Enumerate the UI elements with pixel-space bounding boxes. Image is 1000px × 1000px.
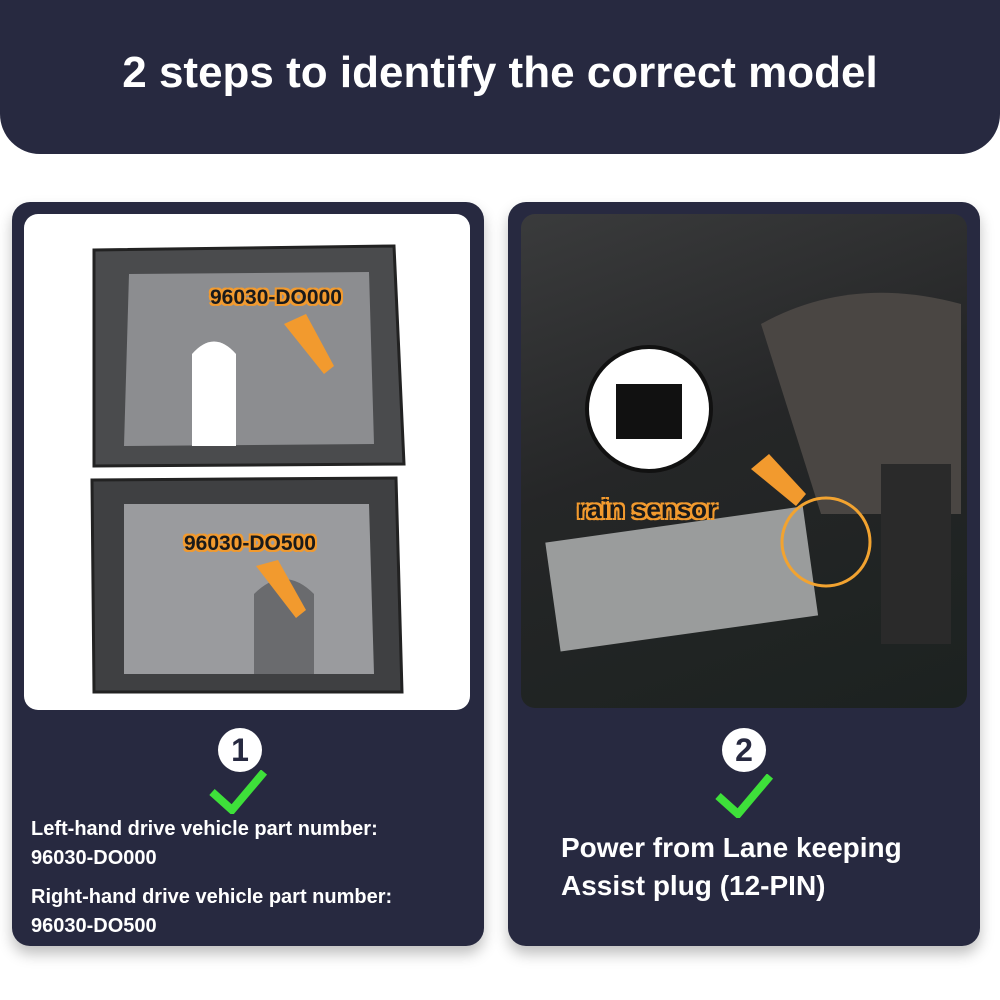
arrow-icon: [256, 560, 306, 618]
step-number-badge: 1: [218, 728, 262, 772]
arrow-icon: [751, 454, 806, 506]
step-number-badge: 2: [722, 728, 766, 772]
part-label-do000: 96030-DO000: [210, 286, 342, 309]
step-2-card: rain sensor 2 Power from Lane keeping As…: [508, 202, 980, 946]
car-interior-image: [545, 292, 961, 652]
step-1-card: 96030-DO000 96030-DO500 1 Left-hand driv…: [12, 202, 484, 946]
rhd-label: Right-hand drive vehicle part number:: [31, 886, 393, 908]
power-description-line1: Power from Lane keeping: [561, 832, 902, 863]
bracket-photos: 96030-DO000 96030-DO500: [24, 214, 470, 710]
lhd-part-number: 96030-DO000: [31, 847, 157, 869]
connector-photo: rain sensor: [521, 214, 967, 708]
bracket-images: [90, 244, 406, 694]
power-description-line2: Assist plug (12-PIN): [561, 870, 826, 901]
highlight-circle: [780, 496, 872, 588]
rhd-part-number: 96030-DO500: [31, 915, 157, 937]
lhd-label: Left-hand drive vehicle part number:: [31, 818, 378, 840]
part-label-do500: 96030-DO500: [184, 532, 316, 555]
checkmark-icon: [209, 770, 268, 814]
header-banner: 2 steps to identify the correct model: [0, 0, 1000, 154]
checkmark-icon: [715, 774, 774, 818]
arrow-icon: [284, 314, 334, 374]
rain-sensor-label: rain sensor: [577, 494, 718, 524]
page-title: 2 steps to identify the correct model: [122, 48, 878, 97]
